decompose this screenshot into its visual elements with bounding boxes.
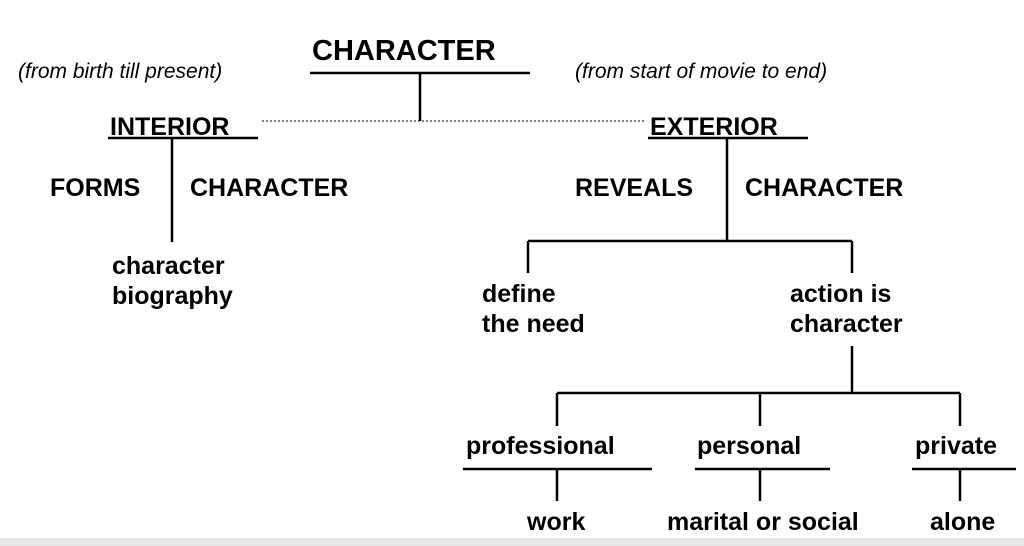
interior-result-line2: biography (112, 282, 233, 310)
branch-right-line2: character (790, 310, 903, 338)
interior-object: CHARACTER (190, 174, 348, 202)
aspect-professional: professional (466, 432, 615, 460)
detail-marital-social: marital or social (667, 508, 859, 536)
bottom-band (0, 538, 1024, 546)
branch-right-line1: action is (790, 280, 891, 308)
exterior-object: CHARACTER (745, 174, 903, 202)
interior-title: INTERIOR (110, 113, 229, 141)
exterior-verb: REVEALS (575, 174, 693, 202)
aspect-private: private (915, 432, 997, 460)
branch-left-line2: the need (482, 310, 585, 338)
exterior-note: (from start of movie to end) (575, 60, 827, 83)
interior-note: (from birth till present) (18, 60, 222, 83)
root-title: CHARACTER (312, 35, 496, 67)
aspect-personal: personal (697, 432, 801, 460)
interior-verb: FORMS (50, 174, 140, 202)
detail-work: work (526, 508, 585, 536)
exterior-title: EXTERIOR (650, 113, 778, 141)
detail-alone: alone (930, 508, 995, 536)
interior-result-line1: character (112, 252, 225, 280)
branch-left-line1: define (482, 280, 556, 308)
